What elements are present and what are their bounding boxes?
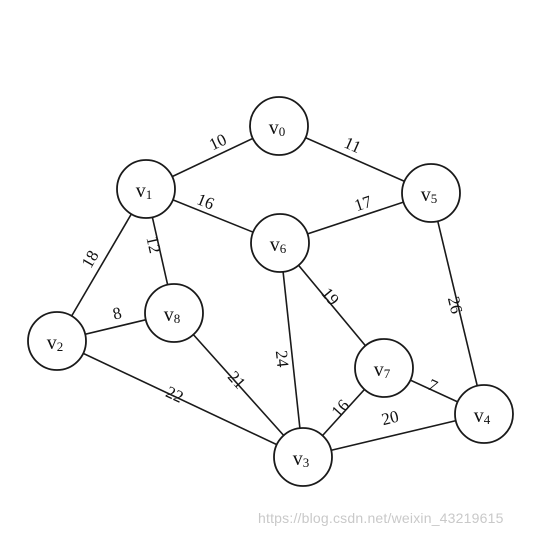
node-v8: v8 [144, 283, 204, 343]
edge-weight-v3-v4: 20 [380, 407, 401, 429]
edge-v8-v3 [173, 312, 304, 458]
node-label-v4: v4 [474, 405, 491, 427]
edge-weight-v6-v3: 24 [272, 349, 293, 368]
node-v6: v6 [250, 213, 310, 273]
node-circle-v7 [354, 338, 414, 398]
edge-weight-v7-v3: 16 [328, 396, 353, 421]
node-label-v8: v8 [164, 304, 181, 326]
node-circle-v2 [27, 311, 87, 371]
edge-weight-v2-v3: 22 [163, 382, 186, 406]
edge-weight-v2-v8: 8 [111, 303, 124, 323]
node-label-v0: v0 [269, 117, 286, 139]
node-v2: v2 [27, 311, 87, 371]
edge-weight-v5-v4: 26 [444, 295, 466, 316]
node-label-v7: v7 [374, 359, 391, 381]
edge-v2-v3 [56, 340, 304, 458]
node-label-v2: v2 [47, 332, 64, 354]
edge-weight-v6-v7: 19 [317, 284, 342, 309]
edge-v5-v4 [430, 192, 485, 415]
node-circle-v4 [454, 384, 514, 444]
node-label-v6: v6 [270, 234, 287, 256]
edge-weight-v1-v6: 16 [194, 190, 217, 214]
watermark-text: https://blog.csdn.net/weixin_43219615 [258, 510, 504, 526]
node-label-v5: v5 [421, 184, 438, 206]
edge-weight-v1-v2: 18 [78, 247, 103, 271]
node-v0: v0 [249, 96, 309, 156]
node-circle-v5 [401, 163, 461, 223]
edge-weight-v1-v8: 12 [142, 234, 164, 255]
edge-v3-v4 [302, 413, 485, 458]
node-circle-v3 [273, 427, 333, 487]
edge-v6-v3 [279, 242, 304, 458]
node-label-v3: v3 [293, 448, 310, 470]
node-v7: v7 [354, 338, 414, 398]
node-circle-v6 [250, 213, 310, 273]
node-v1: v1 [116, 159, 176, 219]
node-circle-v1 [116, 159, 176, 219]
edge-weight-v0-v1: 10 [206, 130, 229, 154]
edge-weight-v8-v3: 21 [224, 367, 249, 392]
node-v3: v3 [273, 427, 333, 487]
edge-weight-v0-v5: 11 [341, 133, 364, 157]
node-v5: v5 [401, 163, 461, 223]
node-label-v1: v1 [136, 180, 153, 202]
edge-weight-v5-v6: 17 [352, 192, 375, 216]
node-circle-v0 [249, 96, 309, 156]
nodes-layer: v0 v1 v2 v3 v4 v5 v6 v7 v8 [27, 96, 514, 487]
node-v4: v4 [454, 384, 514, 444]
node-circle-v8 [144, 283, 204, 343]
